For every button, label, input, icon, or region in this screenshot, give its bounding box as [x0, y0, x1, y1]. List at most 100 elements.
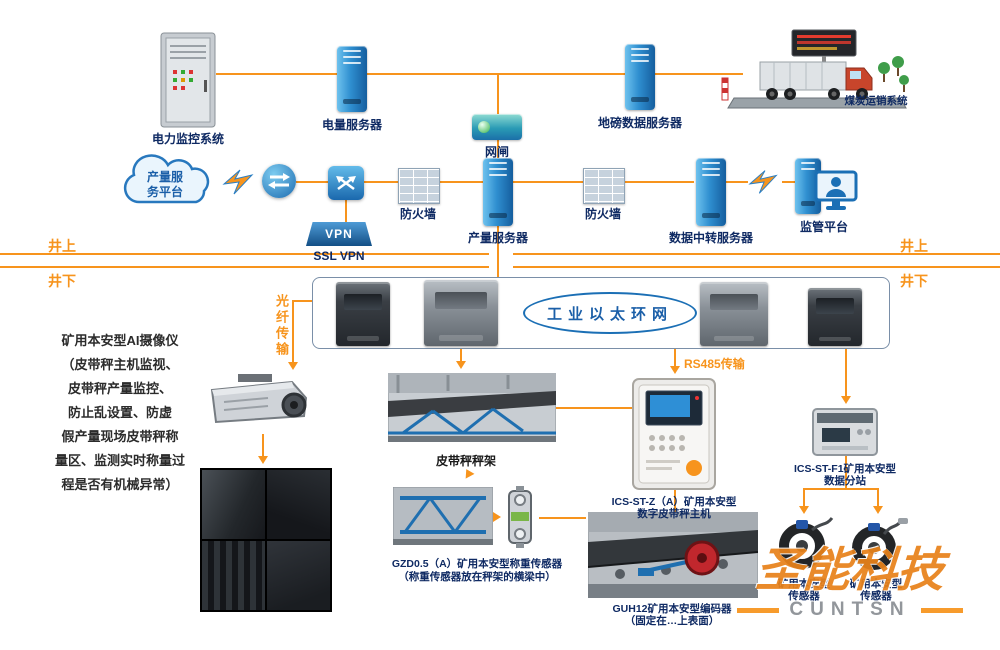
firewall-right-label: 防火墙 — [584, 207, 622, 221]
connector — [845, 456, 847, 488]
underground-label-right: 井下 — [900, 273, 928, 289]
connector — [655, 73, 743, 75]
fiber-line — [262, 434, 264, 460]
connector — [513, 181, 583, 183]
power-server-graphic — [337, 46, 367, 112]
ai-camera-graphic — [210, 374, 308, 424]
connector — [296, 181, 328, 183]
router-icon — [262, 164, 296, 198]
substation-label-line1: ICS-ST-F1矿用本安型 — [793, 463, 897, 475]
sensor-right-graphic — [852, 518, 908, 570]
host-label-line1: ICS-ST-Z（A）矿用本安型 — [611, 496, 737, 508]
connector — [345, 200, 347, 222]
connector — [460, 347, 462, 365]
relay-server-graphic — [696, 158, 726, 226]
surface-label-left: 井上 — [48, 238, 76, 254]
host-device-graphic — [632, 378, 716, 490]
ring-device-2 — [424, 280, 498, 346]
arrow-down-icon — [873, 506, 883, 519]
switch-icon — [328, 166, 364, 200]
loadcell-frame-photo — [393, 487, 493, 545]
underground-label-left: 井下 — [48, 273, 76, 289]
gateway-device — [472, 114, 522, 140]
watermark-brand-text: 圣能科技 — [754, 543, 946, 598]
lightning-icon — [748, 170, 778, 194]
weighbridge-server-label: 地磅数据服务器 — [597, 116, 683, 130]
camera-desc-line: （皮带秤主机监视、 — [61, 357, 179, 372]
camera-desc-line: 皮带秤产量监控、 — [67, 381, 173, 396]
supervision-monitor-icon — [814, 170, 858, 210]
camera-desc-line: 程是否有机械异常） — [61, 477, 179, 492]
weighbridge-server-graphic — [625, 44, 655, 110]
loadcell-label-line1: GZD0.5（A）矿用本安型称重传感器 — [391, 558, 563, 570]
power-server-label: 电量服务器 — [321, 118, 383, 132]
truck-weighbridge-graphic — [721, 29, 909, 109]
surface-divider-line — [513, 266, 1000, 268]
host-label-line2: 数字皮带秤主机 — [637, 508, 711, 520]
power-cabinet-graphic — [160, 32, 216, 128]
fiber-label: 光纤传输 — [274, 294, 289, 358]
connector — [877, 488, 879, 510]
cloud-label-line2: 务平台 — [146, 185, 184, 199]
connector — [782, 181, 798, 183]
ring-device-3 — [700, 282, 768, 346]
connector — [845, 347, 847, 400]
cloud-graphic — [123, 154, 210, 204]
connector — [216, 73, 337, 75]
surface-divider-line — [0, 266, 489, 268]
encoder-label-line2: （固定在…上表面） — [624, 615, 720, 627]
connector — [364, 181, 398, 183]
camera-desc-line: 假产量现场皮带秤称 — [61, 429, 179, 444]
vpn-wedge: VPN — [306, 222, 372, 246]
arrow-down-icon — [670, 366, 680, 379]
cabinet-label: 电力监控系统 — [151, 132, 225, 146]
watermark-sub-text: CUNTSN — [789, 599, 911, 621]
surface-divider-line — [0, 253, 489, 255]
sensor-left-label-line2: 传感器 — [788, 590, 820, 602]
surface-label-right: 井上 — [900, 238, 928, 254]
truck-label: 煤炭运销系统 — [844, 95, 908, 107]
belt-scale-label: 皮带秤秤架 — [435, 454, 497, 468]
ring-label: 工业以太环网 — [546, 305, 673, 323]
watermark-bar — [920, 607, 963, 613]
sensor-right-label-line2: 传感器 — [860, 590, 892, 602]
firewall-left-label: 防火墙 — [399, 207, 437, 221]
surface-divider-line — [513, 253, 1000, 255]
substation-label-line2: 数据分站 — [824, 475, 866, 487]
supervision-server-graphic — [795, 158, 821, 214]
firewall-left-icon — [398, 168, 440, 204]
camera-quad-view — [200, 468, 332, 612]
watermark-bar — [737, 607, 780, 613]
ring-ellipse: 工业以太环网 — [523, 292, 697, 334]
connector — [367, 73, 625, 75]
connector — [726, 181, 748, 183]
connector — [803, 488, 879, 490]
rs485-line — [674, 347, 676, 370]
substation-device-graphic — [812, 408, 878, 456]
sensor-left-label-line1: 矿用本安型 — [777, 578, 831, 590]
loadcell-label-line2: （称重传感器放在秤架的横梁中） — [398, 571, 556, 583]
connector — [803, 488, 805, 510]
connector — [497, 226, 499, 277]
sensor-right-label-line1: 矿用本安型 — [849, 578, 903, 590]
arrow-right-icon — [493, 512, 506, 522]
connector — [556, 407, 632, 409]
connector — [294, 300, 312, 302]
production-server-label: 产量服务器 — [467, 231, 529, 245]
watermark-logo: 圣能科技 CUNTSN — [728, 543, 972, 621]
production-server-graphic — [483, 158, 513, 226]
connector — [623, 181, 694, 183]
loadcell-sensor-graphic — [508, 486, 532, 548]
cloud-label-line1: 产量服 — [146, 170, 184, 184]
gateway-label: 网闸 — [484, 145, 510, 159]
belt-scale-photo — [388, 373, 556, 442]
arrow-down-icon — [456, 361, 466, 374]
ring-device-1 — [336, 282, 390, 346]
arrow-down-icon — [288, 362, 298, 375]
arrow-down-icon — [258, 456, 268, 469]
relay-server-label: 数据中转服务器 — [668, 231, 754, 245]
connector — [438, 181, 483, 183]
encoder-photo — [588, 512, 758, 598]
vpn-text: VPN — [325, 227, 353, 241]
